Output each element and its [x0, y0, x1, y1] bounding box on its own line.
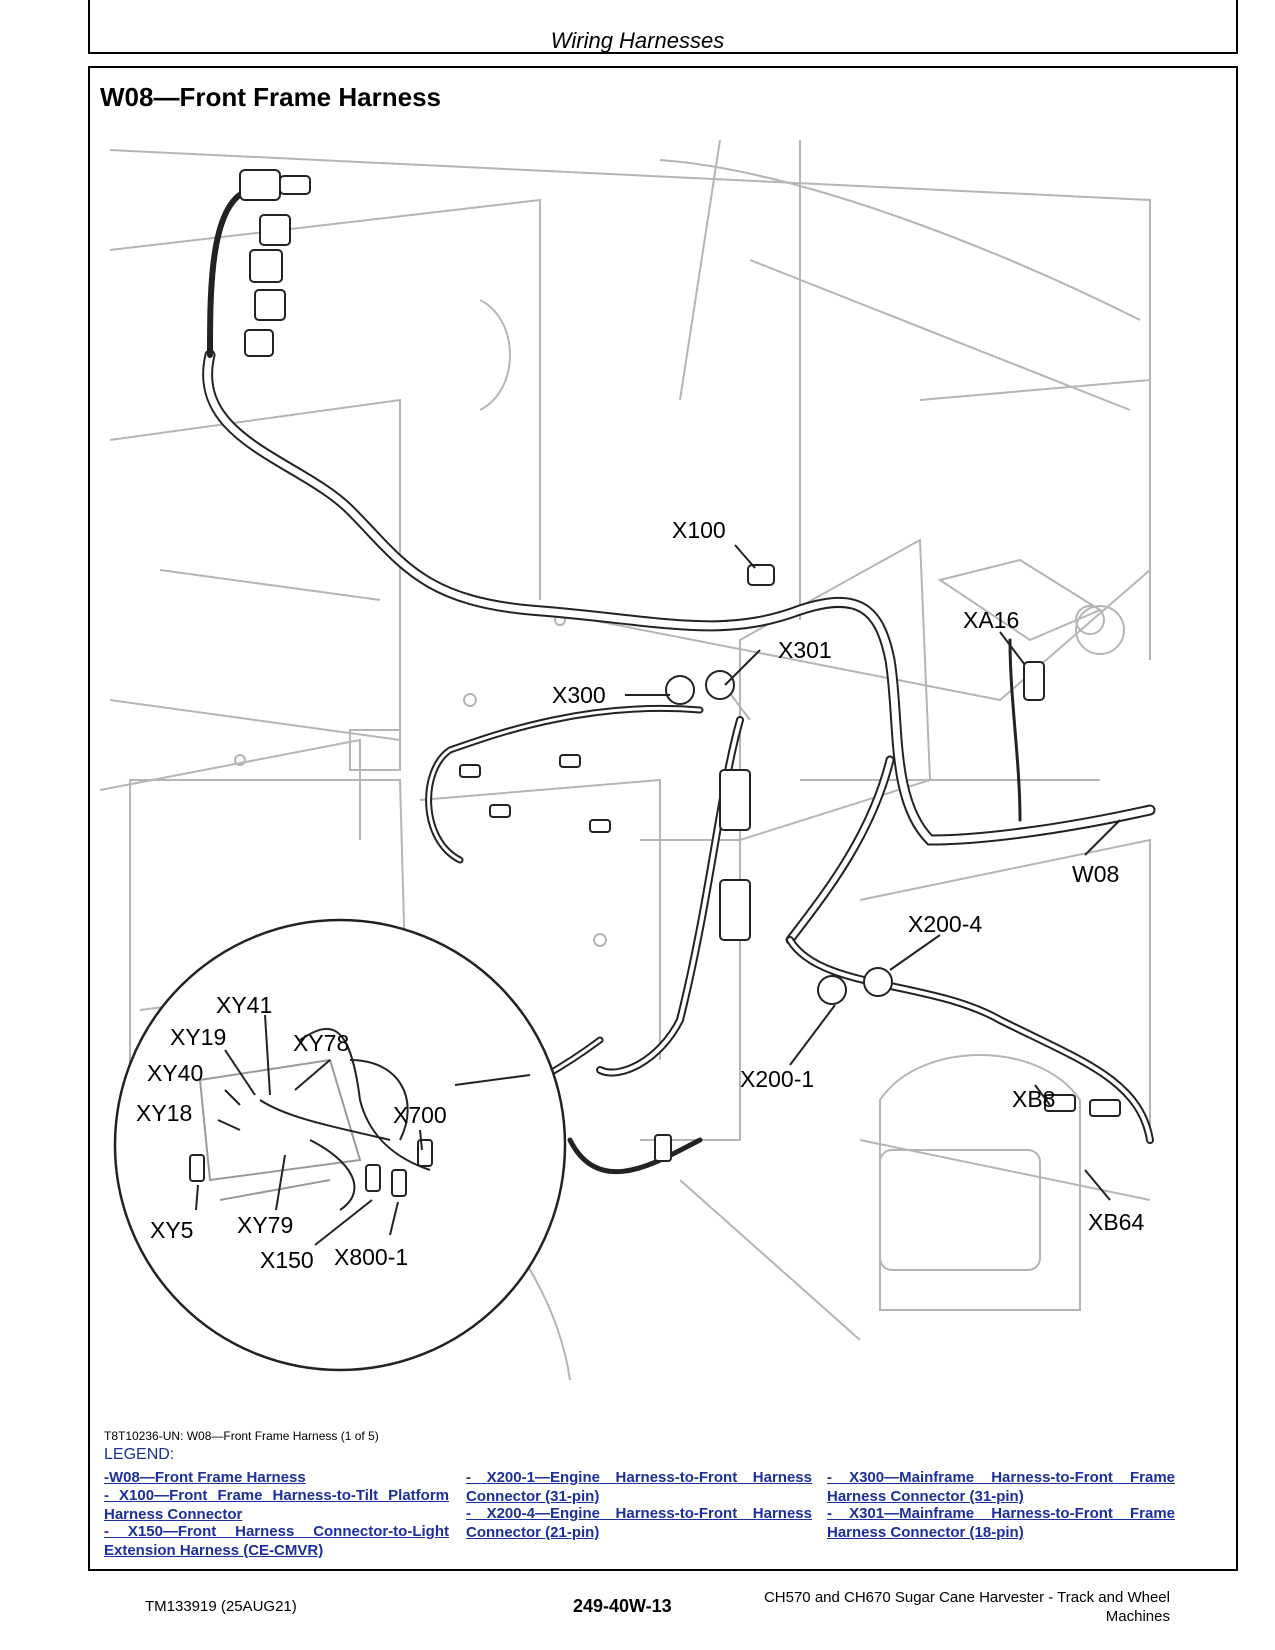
legend-link-x200-4[interactable]: - X200-4—Engine Harness-to-Front Harness… — [466, 1505, 812, 1541]
callout-xy19: XY19 — [170, 1024, 226, 1050]
callout-xy79: XY79 — [237, 1212, 293, 1238]
legend-link-w08[interactable]: -W08—Front Frame Harness — [104, 1469, 306, 1486]
callout-xy40: XY40 — [147, 1060, 203, 1086]
callout-xb8: XB8 — [1012, 1086, 1055, 1112]
header-frame — [88, 0, 1238, 54]
machine-structure — [100, 140, 1151, 1381]
section-header: Wiring Harnesses — [550, 28, 725, 53]
callout-x800-1: X800-1 — [334, 1244, 408, 1270]
harness-illustration: X100 XA16 X301 X300 W08 X200-4 X200-1 XB… — [100, 140, 1210, 1390]
callout-x200-4: X200-4 — [908, 911, 982, 937]
callout-xy5: XY5 — [150, 1217, 193, 1243]
page-title: W08—Front Frame Harness — [100, 82, 441, 112]
footer-machine-title: CH570 and CH670 Sugar Cane Harvester - T… — [763, 1589, 1170, 1625]
footer-page-number: 249-40W-13 — [573, 1596, 672, 1616]
legend-link-x150[interactable]: - X150—Front Harness Connector-to-Light … — [104, 1523, 449, 1559]
legend-link-x300[interactable]: - X300—Mainframe Harness-to-Front Frame … — [827, 1469, 1175, 1505]
callout-w08: W08 — [1072, 861, 1119, 887]
legend-title: LEGEND: — [104, 1446, 175, 1463]
content-frame — [88, 66, 1238, 1571]
detail-inset — [113, 918, 567, 1372]
callout-x150: X150 — [260, 1247, 314, 1273]
callout-x700: X700 — [393, 1102, 447, 1128]
legend-link-x301[interactable]: - X301—Mainframe Harness-to-Front Frame … — [827, 1505, 1175, 1541]
callout-x200-1: X200-1 — [740, 1066, 814, 1092]
callout-xa16: XA16 — [963, 607, 1019, 633]
leader-lines — [195, 544, 1121, 1246]
figure-caption: T8T10236-UN: W08—Front Frame Harness (1 … — [104, 1429, 379, 1443]
callout-x100: X100 — [672, 517, 726, 543]
callout-x300: X300 — [552, 682, 606, 708]
legend-link-x200-1[interactable]: - X200-1—Engine Harness-to-Front Harness… — [466, 1469, 812, 1505]
callout-labels: X100 XA16 X301 X300 W08 X200-4 X200-1 XB… — [136, 517, 1144, 1273]
callout-xy18: XY18 — [136, 1100, 192, 1126]
callout-xb64: XB64 — [1088, 1209, 1144, 1235]
harness-drawing: X100 XA16 X301 X300 W08 X200-4 X200-1 XB… — [100, 140, 1156, 1381]
callout-x301: X301 — [778, 637, 832, 663]
footer-doc-id: TM133919 (25AUG21) — [145, 1598, 297, 1615]
legend-link-x100[interactable]: - X100—Front Frame Harness-to-Tilt Platf… — [104, 1487, 449, 1523]
callout-xy41: XY41 — [216, 992, 272, 1018]
callout-xy78: XY78 — [293, 1030, 349, 1056]
